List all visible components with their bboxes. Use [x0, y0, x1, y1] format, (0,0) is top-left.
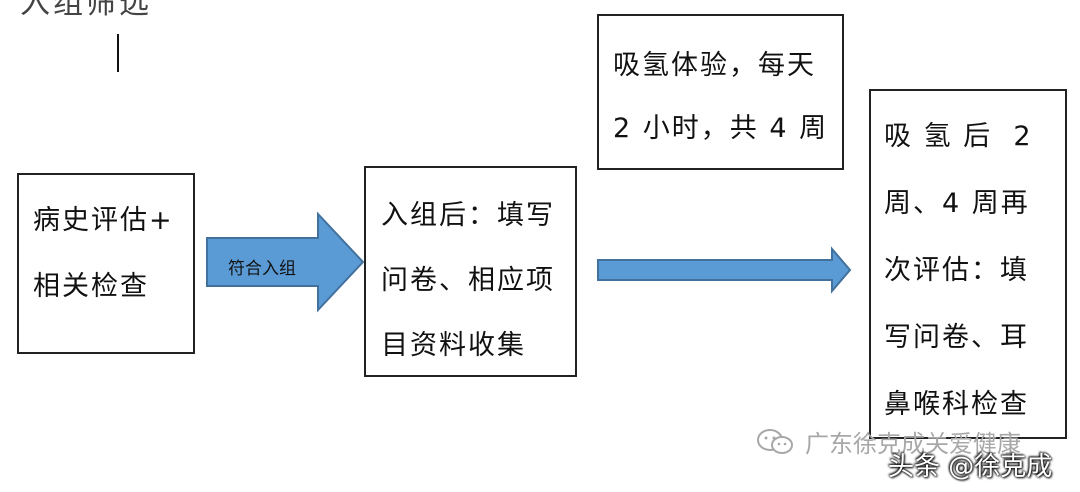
experience-box [597, 14, 844, 170]
progress-arrow-shape [597, 246, 852, 294]
wechat-icon [757, 428, 793, 454]
experience-line-2: 2 小时，共 4 周 [613, 113, 829, 144]
reassessment-line-1: 吸 氢 后 2 [884, 121, 1033, 152]
assessment-box [17, 173, 195, 354]
reassessment-line-4: 写问卷、耳 [884, 322, 1029, 353]
assessment-line-1: 病史评估+ [33, 205, 174, 236]
cropped-title-fragment: 入组筛选 [20, 0, 152, 21]
watermark-text: 广东徐克成关爱健康 [805, 430, 1021, 458]
author-credit: 头条 @徐克成 [888, 452, 1053, 482]
reassessment-line-2: 周、4 周再 [884, 188, 1030, 219]
text-cursor [117, 34, 119, 72]
reassessment-line-5: 鼻喉科检查 [884, 389, 1029, 420]
qualify-arrow-label: 符合入组 [228, 259, 296, 279]
qualify-arrow-shape [206, 211, 365, 313]
enrollment-box [364, 166, 577, 377]
enrollment-line-3: 目资料收集 [381, 330, 526, 361]
watermark: 广东徐克成关爱健康 [755, 424, 1021, 459]
experience-line-1: 吸氢体验，每天 [613, 50, 816, 81]
reassessment-line-3: 次评估：填 [884, 255, 1029, 286]
enrollment-line-2: 问卷、相应项 [381, 265, 555, 296]
reassessment-box [869, 89, 1067, 439]
enrollment-line-1: 入组后：填写 [381, 200, 555, 231]
assessment-line-2: 相关检查 [33, 271, 149, 302]
